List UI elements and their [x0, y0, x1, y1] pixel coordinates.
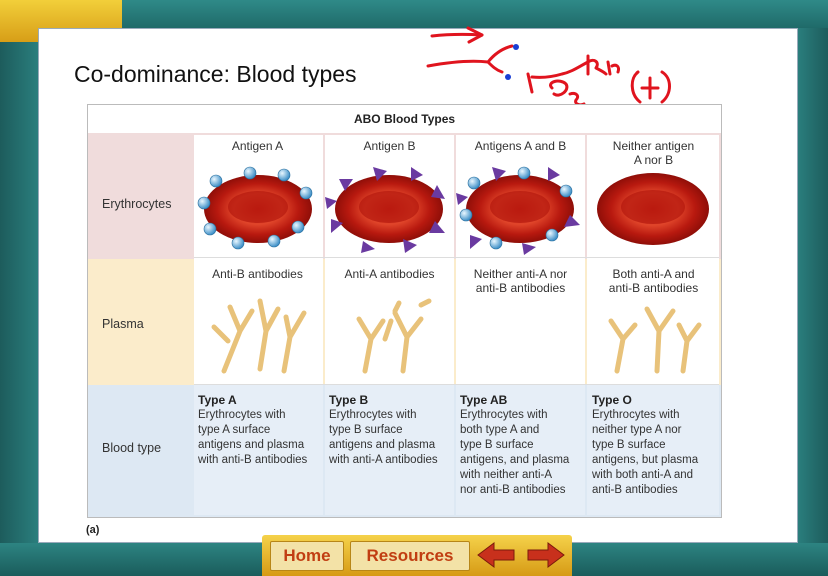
anti-a-and-anti-b-antibodies: [608, 306, 702, 374]
resources-button[interactable]: Resources: [350, 541, 470, 571]
antibody-header-b: Anti-A antibodies: [344, 267, 435, 281]
frame-left: [0, 0, 38, 576]
type-a-cell: [194, 385, 323, 515]
arrow-left-icon[interactable]: [476, 541, 518, 569]
navigation-bar: Home Resources: [262, 535, 572, 576]
frame-right: [798, 28, 828, 543]
row-label-erythrocytes: Erythrocytes: [102, 197, 172, 211]
arrow-right-icon[interactable]: [524, 541, 566, 569]
row-label-plasma: Plasma: [102, 317, 144, 331]
abo-blood-types-figure: ABO Blood Types Erythrocytes Plasma Bloo…: [87, 104, 722, 518]
type-o-cell: [587, 385, 719, 515]
frame-top: [0, 0, 828, 28]
figure-caption: (a): [86, 524, 100, 536]
figure-title: ABO Blood Types: [88, 105, 721, 134]
anti-b-antibodies: [211, 298, 307, 374]
antigen-header-ab: Antigens A and B: [474, 139, 567, 153]
antibody-header-a: Anti-B antibodies: [212, 267, 303, 281]
anti-a-antibodies: [356, 298, 432, 374]
type-b-cell: [325, 385, 454, 515]
antigen-header-a: Antigen A: [231, 139, 284, 153]
slide-title: Co-dominance: Blood types: [74, 61, 357, 87]
handwritten-annotation: [426, 26, 671, 126]
erythrocyte-type-ab: [456, 166, 580, 255]
erythrocyte-type-o: [597, 173, 709, 245]
erythrocyte-type-b: [325, 167, 445, 253]
antigen-header-b: Antigen B: [363, 139, 416, 153]
home-button[interactable]: Home: [270, 541, 344, 571]
row-label-blood-type: Blood type: [102, 441, 162, 455]
type-ab-cell: [456, 385, 585, 515]
erythrocyte-type-a: [197, 166, 313, 250]
